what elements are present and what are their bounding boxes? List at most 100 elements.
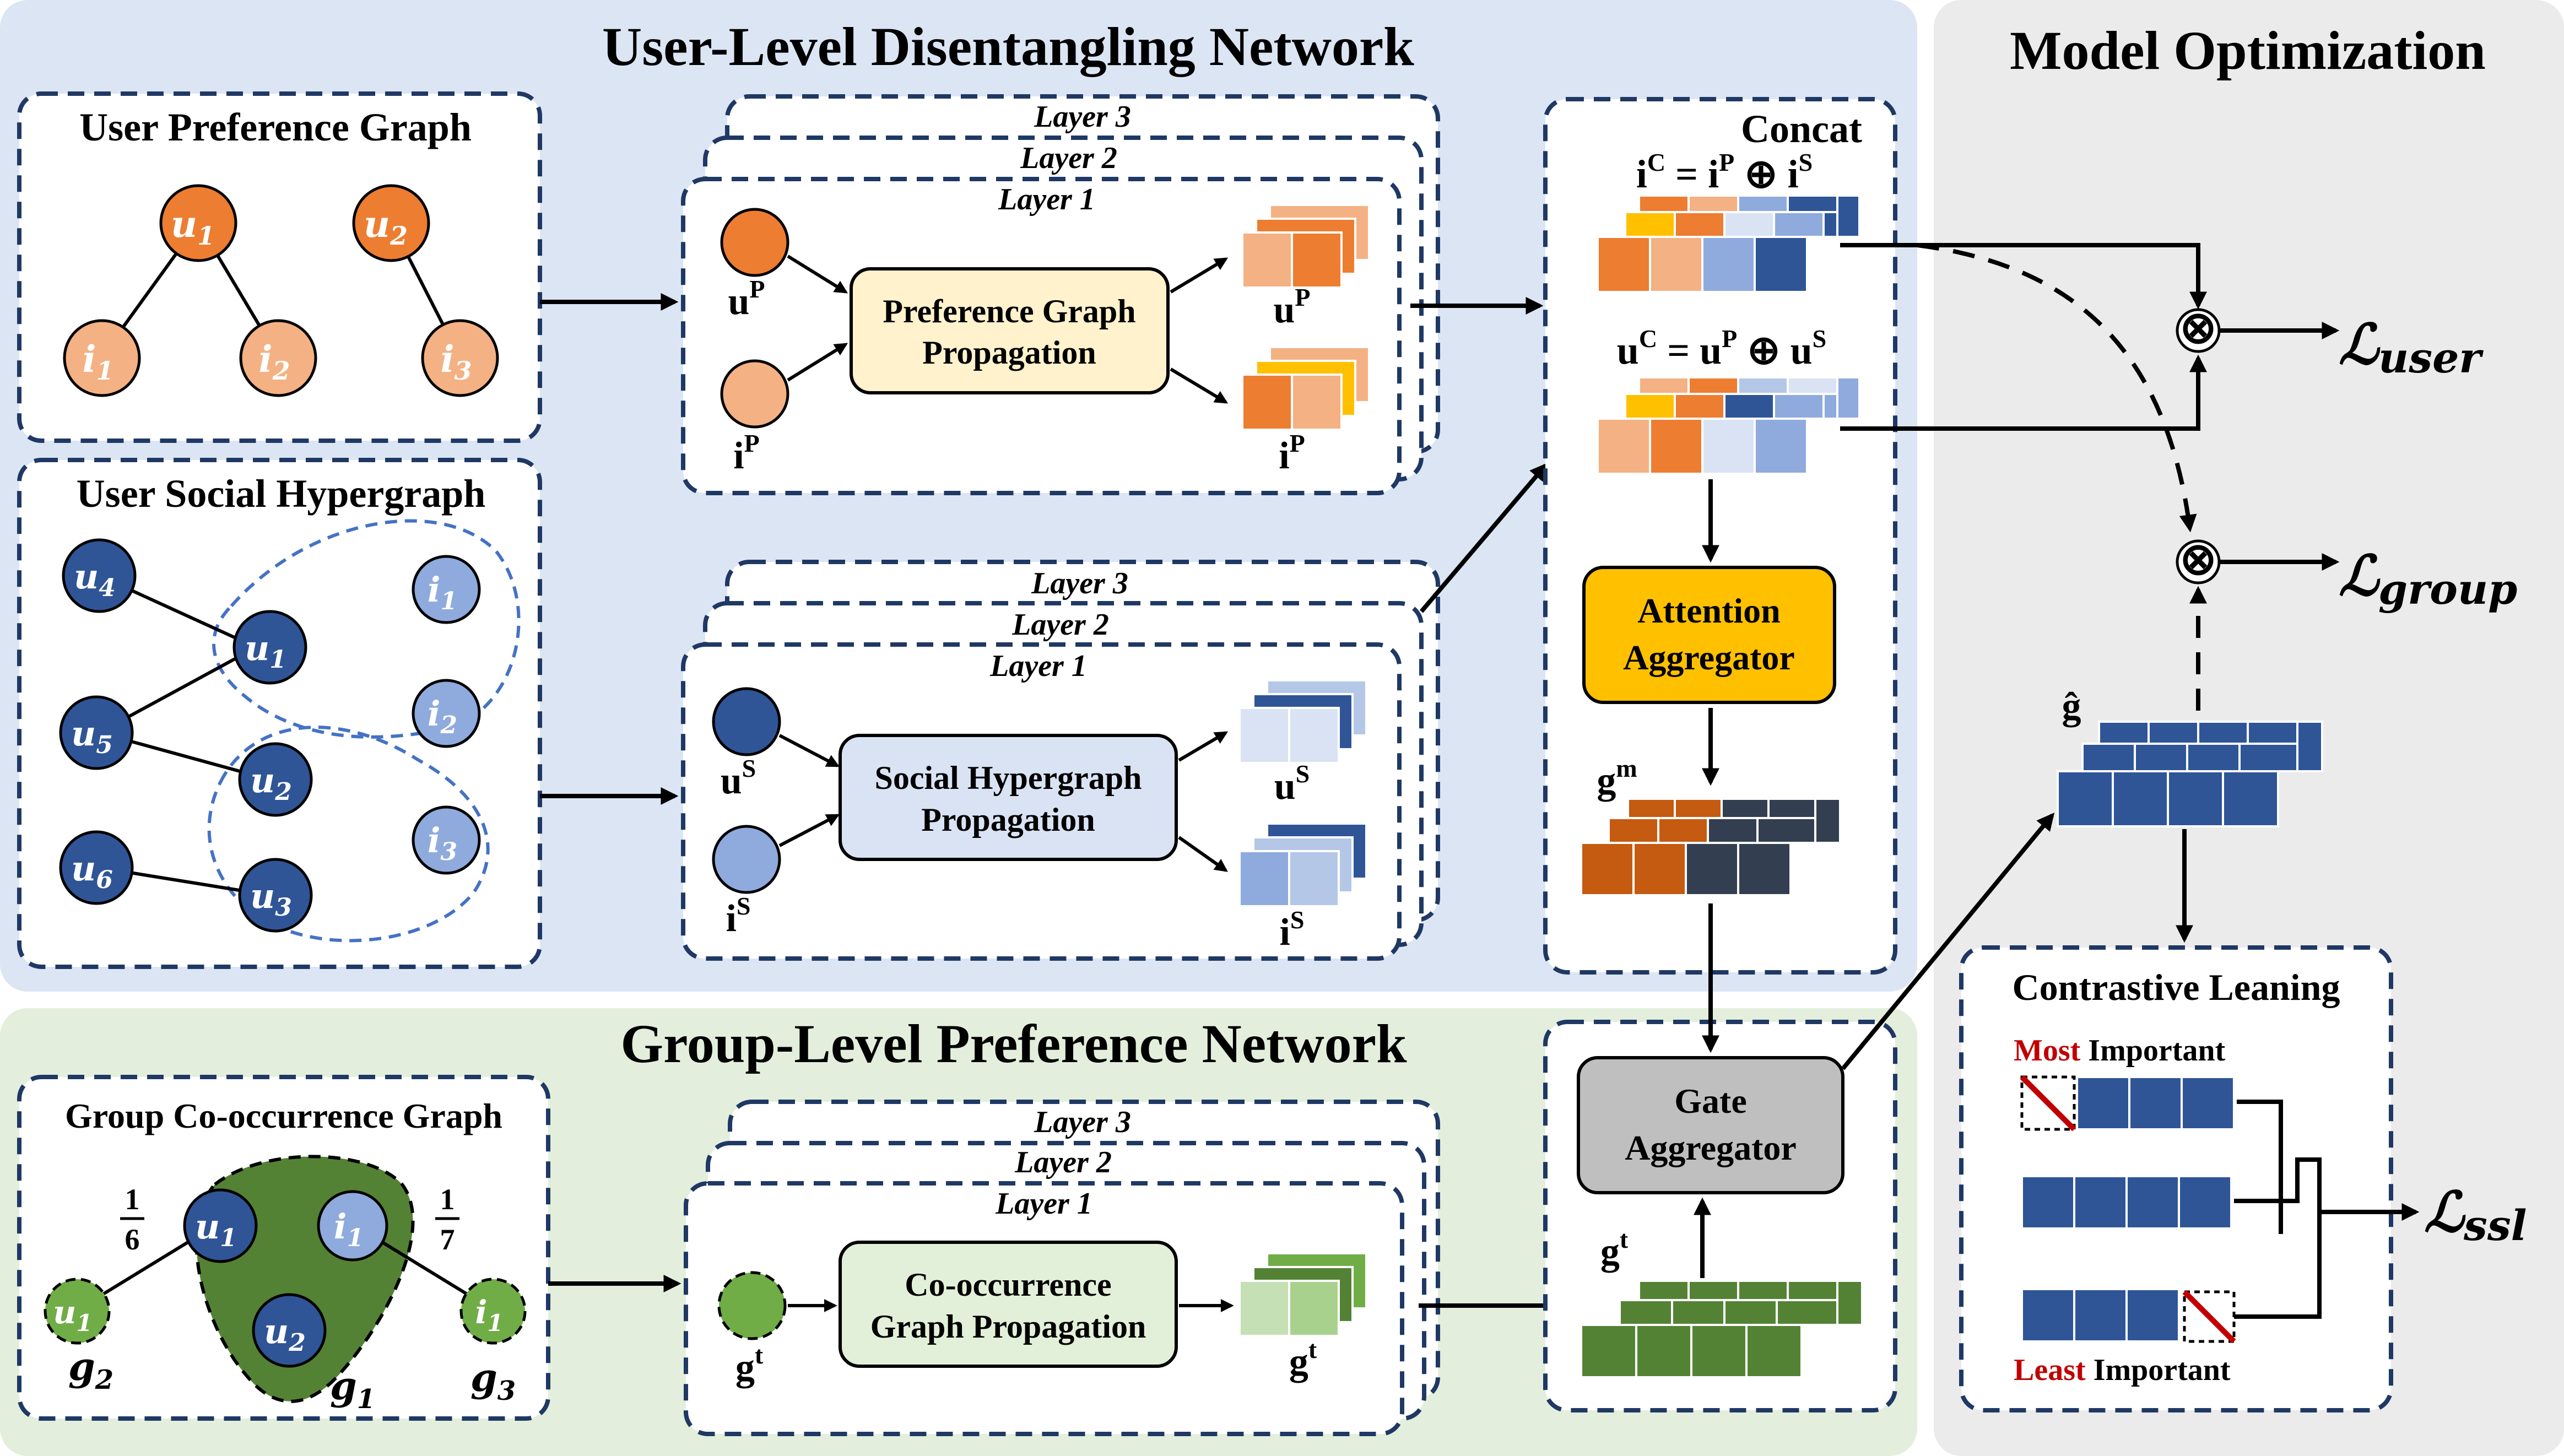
concat-box: Concat iC = iP ⊕ iS uC = uP ⊕ uS [1543,97,1897,975]
pref-propagation-layers: Layer 3 Layer 2 Layer 1 uP iP Preference… [681,94,1440,495]
node-u1-pref [159,184,237,262]
svg-text:Graph Propagation: Graph Propagation [870,1308,1146,1345]
node-i3-social [412,805,481,875]
svg-text:Preference Graph: Preference Graph [883,293,1135,329]
gt-label: gt [1600,1225,1629,1273]
svg-text:1: 1 [125,1183,140,1216]
svg-text:Propagation: Propagation [921,802,1095,838]
group-cooccurrence-graph: Group Co-occurrence Graph u1 i1 u2 u1 i1… [17,1075,550,1421]
node-u1-g2 [44,1278,111,1345]
node-i1-social [412,555,481,624]
group-level-title: Group-Level Preference Network [620,1013,1407,1074]
gt-node [717,1271,787,1340]
masked-least-vector [2021,1288,2236,1344]
pref-graph-title: User Preference Graph [79,105,472,149]
svg-text:u2: u2 [264,1311,306,1357]
gt-embedding-stack [1238,1252,1367,1337]
svg-text:u1: u1 [245,628,286,674]
svg-text:i1: i1 [82,338,113,386]
svg-text:Aggregator: Aggregator [1625,1128,1797,1167]
node-u2-social [238,742,313,817]
svg-text:Attention: Attention [1637,591,1781,630]
svg-text:iS: iS [1279,906,1304,954]
ghat-embedding-bricks [2057,721,2323,827]
gm-label: gm [1597,754,1637,802]
g3-label: g3 [470,1355,516,1406]
node-i3-pref [421,319,499,397]
edge-weight-right: 1 7 [435,1183,459,1256]
node-u4-social [62,538,137,613]
user-social-hypergraph: User Social Hypergraph u4 u1 u5 u2 u6 u3… [17,458,542,969]
svg-text:Co-occurrence: Co-occurrence [905,1266,1111,1303]
svg-text:iS: iS [726,892,750,940]
social-hypergraph-propagation-module [839,734,1178,861]
concat-title: Concat [1741,107,1862,151]
social-layer2-label: Layer 2 [1011,608,1109,642]
cooccur-graph-title: Group Co-occurrence Graph [65,1096,502,1135]
cooccur-layer3-label: Layer 3 [1034,1105,1131,1139]
svg-text:7: 7 [440,1223,455,1256]
node-i2-pref [239,319,317,397]
cooccur-layer1-label: Layer 1 [995,1187,1092,1221]
iC-embedding-bricks [1597,194,1860,293]
uP-embedding-stack [1241,204,1370,289]
iS-embedding-stack [1238,822,1367,907]
svg-text:Aggregator: Aggregator [1623,638,1795,677]
arrow-social-layers-to-concat [1419,463,1548,613]
svg-text:1: 1 [440,1183,455,1216]
svg-text:i1: i1 [428,570,457,615]
svg-text:u1: u1 [171,203,215,251]
hyperedge-1 [212,519,521,739]
iP-embedding-stack [1241,346,1370,431]
svg-text:i1: i1 [475,1293,503,1336]
cooccur-layer2-label: Layer 2 [1014,1145,1112,1179]
cooccur-propagation-layers: Layer 3 Layer 2 Layer 1 gt Co-occurrence… [684,1100,1440,1436]
svg-text:Social Hypergraph: Social Hypergraph [874,760,1142,796]
uC-embedding-bricks [1597,376,1860,475]
svg-text:i2: i2 [428,694,457,739]
pref-layer3-label: Layer 3 [1034,100,1131,134]
node-u1-group [183,1188,258,1263]
iC-equation: iC = iP ⊕ iS [1636,148,1813,196]
g1-label: g1 [330,1363,375,1415]
uP-node [720,208,789,277]
svg-text:i1: i1 [334,1206,364,1252]
svg-text:i3: i3 [440,338,472,386]
iP-node [720,359,789,429]
social-layer1-label: Layer 1 [989,649,1087,683]
uC-equation: uC = uP ⊕ uS [1617,324,1826,372]
svg-text:iP: iP [733,429,760,477]
svg-text:u4: u4 [74,556,116,602]
svg-text:u3: u3 [250,876,292,922]
model-optimization-content: ⊗ ℒuser ⊗ ℒgroup ĝ Contrastive Leaning [1840,243,2527,1412]
node-i2-social [412,679,481,748]
svg-text:u1: u1 [195,1206,237,1252]
svg-text:Gate: Gate [1674,1081,1747,1121]
svg-text:uP: uP [1273,283,1310,331]
ssl-loss: ℒssl [2424,1179,2527,1250]
g2-label: g2 [68,1344,113,1395]
group-loss: ℒgroup [2339,543,2517,614]
least-important-label: Least Important [2014,1353,2231,1387]
social-layer3-label: Layer 3 [1031,566,1128,600]
gt-embedding-bricks [1580,1280,1863,1378]
user-loss: ℒuser [2339,312,2484,382]
svg-text:u5: u5 [71,713,113,759]
social-propagation-layers: Layer 3 Layer 2 Layer 1 uS iS Social Hyp… [681,560,1440,961]
node-u1-social [232,610,307,685]
node-u2-pref [352,184,430,262]
svg-text:⊗: ⊗ [2179,535,2216,584]
arrow-uC-to-user-loss [1840,354,2207,431]
node-u3-social [238,858,313,933]
pref-layer2-label: Layer 2 [1020,141,1117,175]
node-u5-social [59,695,134,770]
svg-text:6: 6 [125,1223,140,1256]
node-u6-social [59,830,134,905]
svg-text:uS: uS [721,754,756,802]
svg-text:u2: u2 [250,760,292,806]
cooccur-graph-propagation-module [839,1241,1178,1368]
user-preference-graph: User Preference Graph u1 u2 i1 i2 i3 [17,91,542,443]
svg-text:u1: u1 [53,1293,92,1336]
